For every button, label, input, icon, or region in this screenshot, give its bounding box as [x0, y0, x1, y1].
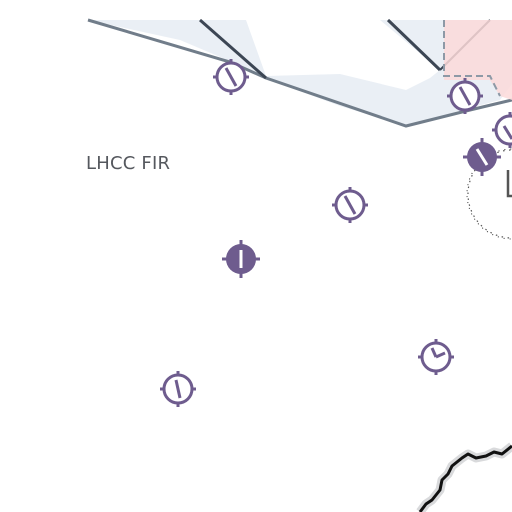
- airfield-symbol[interactable]: [330, 185, 370, 225]
- fir-label: LHCC FIR: [86, 153, 171, 174]
- airport-symbol[interactable]: [220, 238, 262, 280]
- airfield-symbol[interactable]: [211, 57, 251, 97]
- control-zone-ring: [466, 148, 512, 240]
- airfield-symbol[interactable]: [445, 76, 485, 116]
- airfield-symbol[interactable]: [158, 369, 198, 409]
- airspace-boundary: [87, 18, 512, 128]
- restricted-area: [443, 20, 512, 100]
- coastline: [416, 442, 512, 512]
- airfield-symbol[interactable]: [490, 110, 512, 150]
- airport-symbol[interactable]: [461, 136, 503, 178]
- airfield-symbol[interactable]: [416, 337, 456, 377]
